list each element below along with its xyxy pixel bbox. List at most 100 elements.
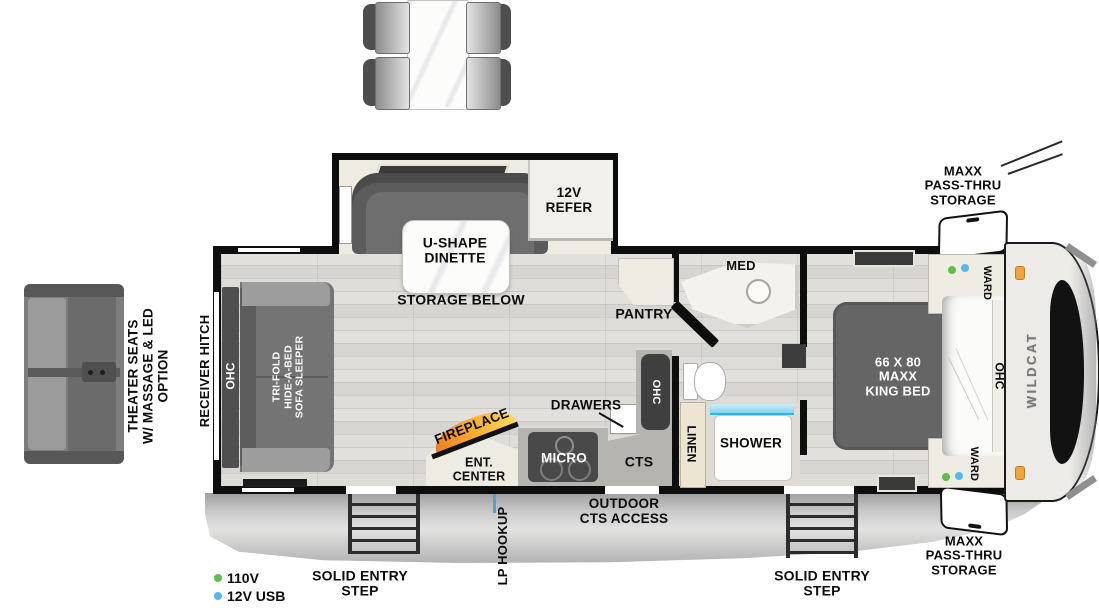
legend-usb-dot <box>214 592 222 600</box>
sofa-label: TRI-FOLD HIDE-A-BED SOFA SLEEPER <box>270 335 306 419</box>
king-bed-label: 66 X 80 MAXX KING BED <box>865 354 931 399</box>
ward-top-label: WARD <box>981 265 994 301</box>
living-ohc-label: OHC <box>223 362 238 390</box>
entry-step-ladder-right <box>786 494 858 558</box>
linen-closet <box>680 402 706 488</box>
wall-bottom-2 <box>396 486 605 494</box>
entry-step-right-label: SOLID ENTRY STEP <box>774 567 870 599</box>
bed-nightstand <box>782 344 806 368</box>
dinette-label: U-SHAPE DINETTE <box>422 234 488 266</box>
kitchen-ohc-cabinet <box>641 354 670 430</box>
shower <box>704 402 800 486</box>
bottomleft-window <box>242 488 294 492</box>
toilet-bowl <box>694 362 726 401</box>
theater-armrest-top <box>24 284 124 297</box>
cap-marker-light <box>1015 466 1025 480</box>
shower-water-edge <box>710 404 794 415</box>
refer-label: 12V REFER <box>545 185 593 215</box>
outdoor-cts-label: OUTDOOR CTS ACCESS <box>579 496 669 526</box>
dining-chair <box>363 2 410 54</box>
storage-below-label: STORAGE BELOW <box>397 291 525 308</box>
range-cooktop <box>528 432 598 482</box>
sofa-seam <box>254 376 328 378</box>
linen-label: LINEN <box>684 425 699 463</box>
sofa-back <box>240 288 256 466</box>
hatch-handle <box>966 217 980 223</box>
wall-bottom-3 <box>659 486 784 494</box>
dining-chair <box>466 57 511 110</box>
bedroom-window-top <box>853 250 915 267</box>
theater-seats <box>24 284 124 464</box>
pass-thru-hatch-top <box>937 209 1009 261</box>
micro-label: MICRO <box>541 450 587 466</box>
slideout-wall-left <box>332 153 339 254</box>
pass-thru-hatch-bottom <box>939 485 1009 537</box>
ward-bottom-label: WARD <box>968 446 981 482</box>
refer-cabinet <box>528 160 613 241</box>
shower-pan <box>714 415 792 481</box>
dinette-table <box>402 220 510 294</box>
rear-window <box>214 292 219 460</box>
wall-top-right <box>618 246 1013 254</box>
ent-center-label: ENT. CENTER <box>452 455 506 483</box>
wall-kitchen-linen <box>672 356 679 486</box>
dining-chair <box>363 57 410 110</box>
cap-leader-line <box>1000 140 1063 167</box>
hatch-handle <box>968 523 982 530</box>
toilet <box>683 362 726 401</box>
cts-label: CTS <box>624 453 654 470</box>
slideout-wall-top <box>332 153 618 160</box>
legend-12v-usb: 12V USB <box>214 588 285 604</box>
pantry-label: PANTRY <box>615 305 673 322</box>
entry-threshold-right <box>784 486 854 494</box>
slideout-wall-right <box>611 153 618 254</box>
slideout-side-window <box>339 186 352 244</box>
outlet-110v-dot <box>948 266 956 274</box>
cupholder-dot <box>100 370 105 375</box>
legend-110v: 110V <box>214 570 259 586</box>
chair-seat <box>466 57 501 110</box>
theater-console <box>82 362 116 382</box>
wall-shower-bed <box>800 400 807 455</box>
wall-bath-right-upper <box>800 254 807 347</box>
chair-seat <box>375 2 410 54</box>
chair-back <box>363 4 377 50</box>
pass-thru-bottom-label: MAXX PASS-THRU STORAGE <box>925 533 1003 578</box>
freestanding-table-top <box>408 1 466 107</box>
sofa-armrest-top <box>242 282 330 306</box>
theater-armrest-mid <box>28 368 120 377</box>
front-cap <box>1004 242 1099 502</box>
brand-logo: WILDCAT <box>1023 331 1039 409</box>
legend-usb-label: 12V USB <box>227 588 286 604</box>
legend-110v-dot <box>214 574 222 582</box>
chair-seat <box>375 57 410 110</box>
bedroom-window-bottom <box>877 475 917 492</box>
entry-threshold-left <box>346 486 396 494</box>
legend-110v-label: 110V <box>227 570 259 586</box>
theater-armrest-bottom <box>24 451 124 464</box>
outlet-110v-dot <box>942 473 950 481</box>
sofa <box>240 282 334 472</box>
topleft-window <box>238 248 300 252</box>
burner <box>540 458 563 481</box>
bath-sink <box>746 279 771 304</box>
lp-hookup-label: LP HOOKUP <box>494 506 510 586</box>
shower-label: SHOWER <box>720 435 782 451</box>
outlet-usb-dot <box>961 264 969 272</box>
med-label: MED <box>726 257 756 273</box>
cap-leader-line <box>1007 153 1063 175</box>
entry-step-left-label: SOLID ENTRY STEP <box>312 567 408 599</box>
sofa-armrest-bottom <box>242 448 330 472</box>
chair-back <box>363 59 377 106</box>
kitchen-ohc-label: OHC <box>650 379 663 405</box>
entry-mat <box>243 479 307 487</box>
living-ohc-cabinet <box>222 287 239 468</box>
burner <box>568 458 591 481</box>
chair-seat <box>466 2 501 54</box>
outlet-usb-dot <box>955 472 963 480</box>
cap-windshield <box>1050 280 1084 464</box>
cts-access-hatch <box>605 486 659 494</box>
wall-bottom-4 <box>854 486 1013 494</box>
cupholder-dot <box>88 370 93 375</box>
